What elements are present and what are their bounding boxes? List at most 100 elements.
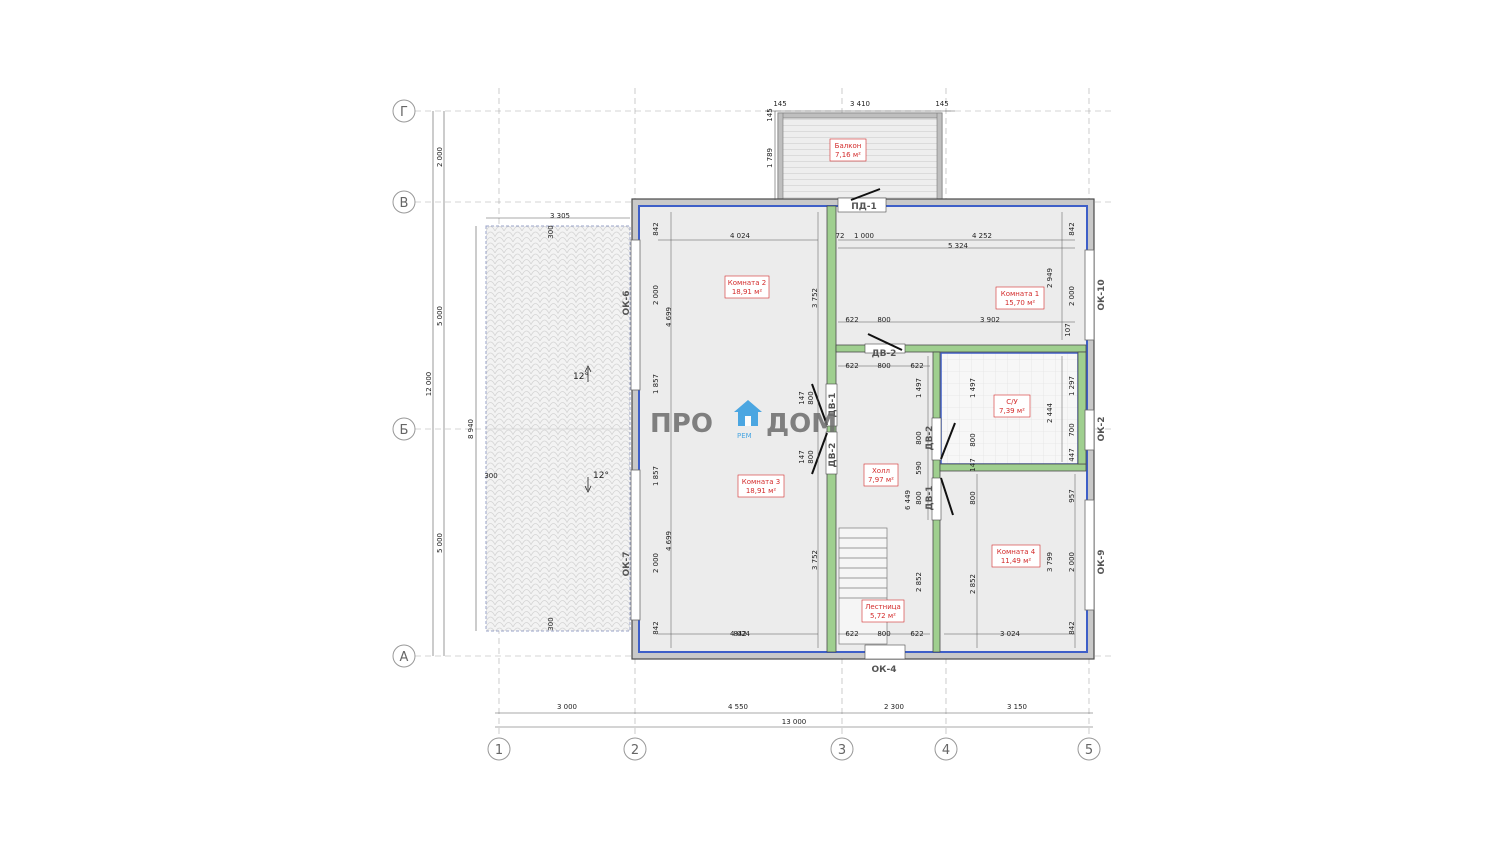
svg-text:700: 700: [1068, 423, 1076, 436]
svg-text:Комната 3: Комната 3: [742, 478, 780, 486]
svg-text:Холл: Холл: [872, 467, 890, 475]
svg-text:3 752: 3 752: [811, 550, 819, 570]
svg-text:2 000: 2 000: [652, 285, 660, 305]
svg-text:18,91 м²: 18,91 м²: [746, 487, 777, 495]
svg-text:4 550: 4 550: [728, 703, 748, 711]
svg-text:А: А: [400, 650, 409, 665]
roof-slope-bottom: 12°: [593, 471, 609, 481]
axis-row-b: Б: [392, 417, 416, 441]
tag-pd1: ПД-1: [851, 202, 877, 212]
svg-text:2 444: 2 444: [1046, 402, 1054, 423]
room-fills: [641, 208, 1085, 650]
svg-text:800: 800: [877, 362, 890, 370]
axis-col-4: 4: [934, 737, 958, 761]
svg-text:4 699: 4 699: [665, 307, 673, 327]
svg-text:Комната 4: Комната 4: [997, 548, 1036, 556]
svg-text:800: 800: [807, 391, 815, 404]
svg-text:300: 300: [547, 225, 555, 238]
svg-text:18,91 м²: 18,91 м²: [732, 288, 763, 296]
svg-text:1 000: 1 000: [854, 232, 874, 240]
svg-text:842: 842: [652, 621, 660, 634]
svg-text:300: 300: [547, 617, 555, 630]
windows: [630, 239, 1095, 621]
svg-text:842: 842: [1068, 621, 1076, 634]
svg-text:842: 842: [733, 630, 746, 638]
svg-text:4 024: 4 024: [730, 630, 751, 638]
label-room2: Комната 218,91 м²: [724, 275, 770, 299]
svg-text:2 852: 2 852: [915, 572, 923, 592]
tag-ok2: ОК-2: [1097, 416, 1107, 441]
svg-text:Балкон: Балкон: [835, 142, 862, 150]
svg-text:ДОМ: ДОМ: [766, 409, 837, 439]
tag-dv2-right: ДВ-2: [925, 426, 935, 451]
svg-text:13 000: 13 000: [782, 718, 807, 726]
slope-arrow-down-icon: [584, 477, 592, 493]
svg-text:Комната 2: Комната 2: [728, 279, 766, 287]
outer-dim-lines: [432, 110, 1093, 728]
svg-text:800: 800: [969, 433, 977, 446]
door-swings: [811, 188, 956, 516]
svg-text:1 497: 1 497: [969, 378, 977, 398]
svg-text:800: 800: [969, 491, 977, 504]
svg-text:2 949: 2 949: [1046, 268, 1054, 288]
svg-text:622: 622: [910, 362, 923, 370]
axis-col-2: 2: [623, 737, 647, 761]
label-room3: Комната 318,91 м²: [737, 474, 785, 498]
svg-text:3 799: 3 799: [1046, 552, 1054, 572]
svg-text:1 789: 1 789: [766, 148, 774, 168]
svg-text:7,39 м²: 7,39 м²: [999, 407, 1025, 415]
svg-text:3 024: 3 024: [1000, 630, 1021, 638]
svg-text:800: 800: [915, 491, 923, 504]
axis-col-5: 5: [1077, 737, 1101, 761]
svg-text:145: 145: [766, 108, 774, 121]
opening-tags: ПД-1 ОК-6 ОК-7 ОК-10 ОК-2 ОК-9 ОК-4 ДВ-2…: [622, 202, 1107, 675]
svg-text:3 305: 3 305: [550, 212, 570, 220]
staircase: [838, 527, 888, 645]
svg-text:800: 800: [877, 316, 890, 324]
svg-text:1 297: 1 297: [1068, 376, 1076, 396]
tag-dv2-left: ДВ-2: [828, 443, 838, 468]
svg-text:12 000: 12 000: [425, 372, 433, 397]
tag-dv1-left: ДВ-1: [828, 393, 838, 418]
svg-text:3 150: 3 150: [1007, 703, 1027, 711]
svg-text:5 324: 5 324: [948, 242, 969, 250]
svg-text:622: 622: [845, 630, 858, 638]
svg-text:145: 145: [935, 100, 948, 108]
svg-text:5: 5: [1085, 743, 1093, 758]
roof-terrace: 12° 12°: [485, 225, 631, 632]
roof-slope-top: 12°: [573, 372, 589, 382]
svg-text:4 252: 4 252: [972, 232, 992, 240]
axis-row-g: Г: [392, 99, 416, 123]
dimension-texts-h: 145 3 410 145 3 305 4 024 842 4 024 72 1…: [484, 100, 1027, 726]
svg-text:2 000: 2 000: [652, 553, 660, 573]
label-room4: Комната 411,49 м²: [991, 544, 1041, 568]
tag-ok7: ОК-7: [622, 551, 632, 576]
svg-text:4: 4: [942, 743, 950, 758]
svg-text:3 902: 3 902: [980, 316, 1000, 324]
svg-text:Лестница: Лестница: [865, 603, 901, 611]
svg-text:7,97 м²: 7,97 м²: [868, 476, 894, 484]
svg-text:1 497: 1 497: [915, 378, 923, 398]
svg-text:842: 842: [652, 222, 660, 235]
svg-text:3 752: 3 752: [811, 288, 819, 308]
svg-text:147: 147: [969, 458, 977, 471]
svg-text:1 857: 1 857: [652, 374, 660, 394]
tag-ok9: ОК-9: [1097, 549, 1107, 574]
svg-text:15,70 м²: 15,70 м²: [1005, 299, 1036, 307]
axis-row-a: А: [392, 644, 416, 668]
svg-text:800: 800: [915, 431, 923, 444]
svg-text:147: 147: [798, 450, 806, 463]
svg-text:622: 622: [845, 362, 858, 370]
svg-text:Б: Б: [400, 423, 409, 438]
svg-text:2 852: 2 852: [969, 574, 977, 594]
axis-row-v: В: [392, 190, 416, 214]
svg-text:5 000: 5 000: [436, 533, 444, 553]
svg-text:622: 622: [845, 316, 858, 324]
svg-text:5,72 м²: 5,72 м²: [870, 612, 896, 620]
svg-text:107: 107: [1064, 323, 1072, 336]
svg-text:72: 72: [836, 232, 845, 240]
